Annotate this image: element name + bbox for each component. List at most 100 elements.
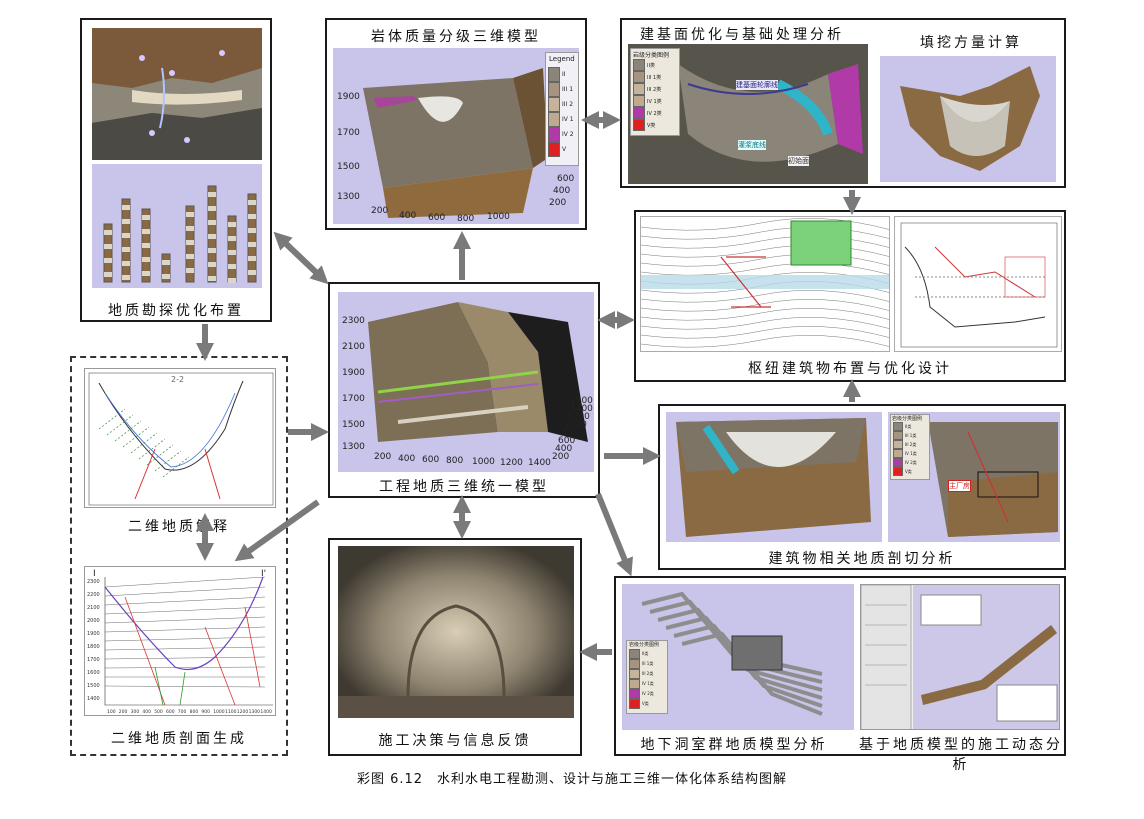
legend-title: 岩级分类图例 [629, 642, 660, 648]
y-tick: 600 [558, 436, 576, 446]
borehole-band [122, 261, 130, 266]
rock-block-illustration [363, 68, 548, 218]
contour-label: 建基面轮廓线 [736, 80, 778, 90]
panel-hub-layout: 枢纽建筑物布置与优化设计 [634, 210, 1066, 382]
legend-label: II类 [642, 651, 649, 656]
x-tick: 1400 [528, 458, 551, 468]
strata-line [104, 685, 266, 688]
y-tick: 1000 [564, 420, 587, 430]
terrain-photo [92, 28, 262, 160]
right-mark: I' [261, 569, 267, 579]
legend-label: IV 2类 [905, 459, 917, 465]
joint-line [154, 450, 182, 472]
panel-title: 建基面优化与基础处理分析 [640, 27, 844, 43]
legend-label: IV 1类 [905, 450, 917, 456]
borehole-band [122, 205, 130, 210]
y-tick: 1900 [87, 631, 100, 637]
y-tick: 1200 [567, 412, 590, 422]
rock-quality-model: 1900 1700 1500 1300 200 400 600 800 1000… [333, 48, 579, 224]
legend-swatch [548, 127, 560, 142]
x-tick: 600 [422, 455, 440, 465]
powerhouse-tag: 主厂房 [948, 480, 971, 492]
dam-outline [720, 256, 771, 308]
valley-profile [104, 576, 264, 670]
borehole-band [142, 243, 150, 248]
x-tick: 300 [131, 709, 140, 715]
y-tick: 1600 [570, 396, 593, 406]
x-tick: 400 [398, 454, 416, 464]
x-tick: 800 [446, 456, 464, 466]
y-tick: 400 [553, 186, 571, 196]
borehole-band [142, 215, 150, 220]
x-tick: 100 [107, 709, 116, 715]
strata-line [104, 606, 266, 615]
strata-line [104, 616, 266, 624]
x-tick: 200 [119, 709, 128, 715]
borehole-band [104, 272, 112, 277]
legend-title: 岩级分类图例 [892, 416, 923, 422]
underground-illustration [641, 591, 823, 716]
legend-item: III 2 [548, 97, 573, 112]
borehole-band [104, 244, 112, 249]
boundary-line [104, 392, 236, 468]
z-tick: 1500 [337, 162, 360, 172]
borehole-band [208, 262, 216, 267]
y-tick: 1700 [87, 657, 100, 663]
legend-swatch [629, 669, 640, 679]
contour-line [641, 227, 889, 240]
section-label: 2-2 [171, 375, 185, 384]
legend-item: III 2类 [629, 669, 653, 679]
legend-item: IV 1 [548, 112, 574, 127]
strata-line [104, 596, 266, 606]
building-cut-illustration-a [676, 418, 871, 537]
joint-line [146, 444, 174, 466]
borehole-band [104, 230, 112, 235]
joint-line [162, 456, 190, 478]
terrain-illustration [92, 28, 262, 160]
drawing-frame [88, 372, 274, 506]
borehole-band [122, 219, 130, 224]
contour-line [641, 335, 889, 348]
borehole-columns [92, 164, 262, 288]
y-tick: 2200 [87, 592, 100, 598]
legend-swatch [893, 467, 903, 476]
y-tick: 2100 [87, 605, 100, 611]
borehole-band [208, 192, 216, 197]
initial-label: 初始面 [788, 156, 809, 166]
legend-swatch [629, 689, 640, 699]
x-tick: 400 [142, 709, 151, 715]
legend-item: II类 [629, 649, 648, 659]
borehole-band [208, 234, 216, 239]
borehole-band [186, 254, 194, 259]
interp-2d-illustration [88, 372, 274, 506]
borehole-band [208, 248, 216, 253]
joint-line [98, 408, 126, 430]
panel-title: 施工决策与信息反馈 [378, 733, 532, 749]
borehole-band [248, 256, 256, 261]
legend-swatch [633, 119, 645, 131]
legend-item: II [548, 67, 566, 82]
legend-label: III 2类 [642, 671, 654, 676]
hub-section-illustration [900, 222, 1058, 348]
joint-line [106, 414, 134, 436]
borehole-band [162, 260, 170, 265]
legend-title: Legend [549, 55, 575, 63]
z-tick: 1900 [342, 368, 365, 378]
borehole-band [122, 275, 130, 280]
arrow-unified-to-survey [273, 231, 325, 281]
panel-title: 工程地质三维统一模型 [379, 479, 549, 495]
y-tick: 1400 [570, 404, 593, 414]
fill-cut-model [880, 56, 1056, 182]
y-tick: 600 [557, 174, 575, 184]
z-tick: 1300 [337, 192, 360, 202]
legend-item: IV 1类 [893, 449, 917, 458]
panel-title: 建筑物相关地质剖切分析 [768, 551, 956, 567]
borehole-band [162, 274, 170, 279]
borehole-band [248, 242, 256, 247]
legend-swatch [633, 59, 645, 71]
strata-line [104, 656, 266, 660]
